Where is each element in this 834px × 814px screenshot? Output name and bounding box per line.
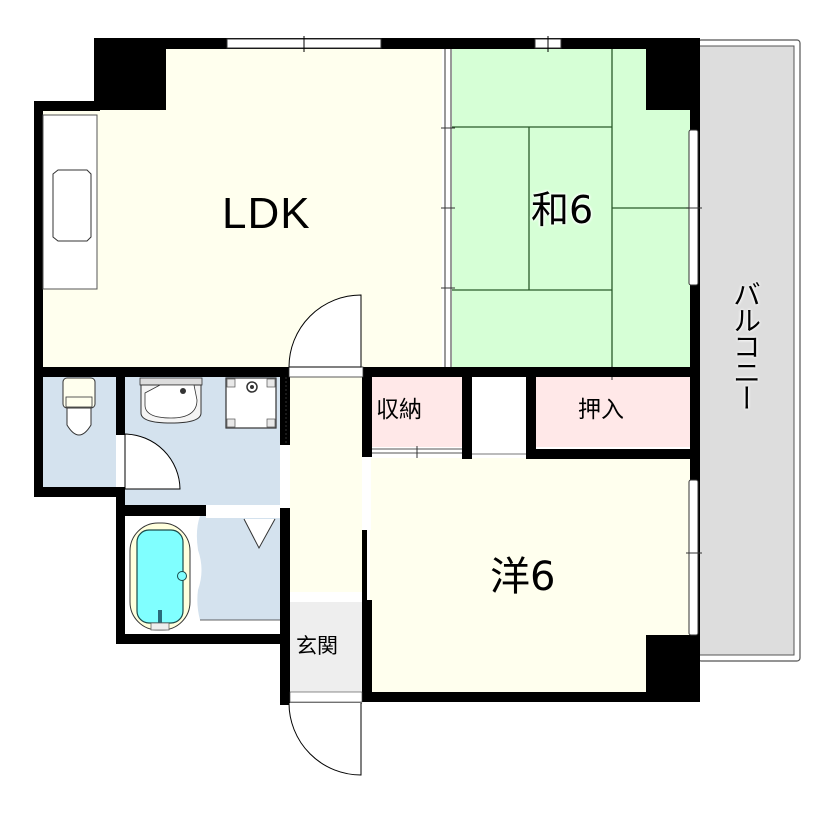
washroom xyxy=(116,377,280,505)
balcony xyxy=(697,39,801,662)
ldk-door[interactable] xyxy=(288,294,364,378)
room-label-yoshitsu: 洋6 xyxy=(490,554,556,600)
room-label-balcony: バルコニー xyxy=(729,280,762,410)
ldk-room xyxy=(42,48,442,367)
yoshitsu-sliding-door[interactable] xyxy=(362,457,371,602)
windows xyxy=(226,36,702,636)
hallway xyxy=(290,375,362,597)
room-label-washitsu: 和6 xyxy=(531,188,594,232)
bathtub xyxy=(129,522,191,631)
yoshitsu-balcony-window xyxy=(688,479,699,636)
bathroom xyxy=(126,510,280,634)
washbasin xyxy=(139,377,203,424)
niche xyxy=(472,375,526,455)
washroom-door[interactable] xyxy=(116,433,181,490)
kitchen-counter xyxy=(42,114,98,290)
washing-machine-pan xyxy=(225,377,277,429)
kitchen-sink xyxy=(52,169,92,242)
room-label-ldk: LDK xyxy=(222,189,311,238)
toilet-room xyxy=(42,377,116,487)
washroom-sliding-door[interactable] xyxy=(278,377,290,508)
room-label-oshiire: 押入 xyxy=(578,397,624,423)
room-label-shuno: 収納 xyxy=(376,397,422,423)
yoshitsu-room xyxy=(370,458,690,698)
shuno-storage xyxy=(372,375,462,458)
bathroom-door[interactable] xyxy=(206,510,280,550)
toilet-fixture xyxy=(62,377,96,436)
entrance-door[interactable] xyxy=(288,691,363,776)
room-label-genkan: 玄関 xyxy=(296,634,338,658)
genkan xyxy=(290,592,362,695)
walls xyxy=(34,38,700,705)
